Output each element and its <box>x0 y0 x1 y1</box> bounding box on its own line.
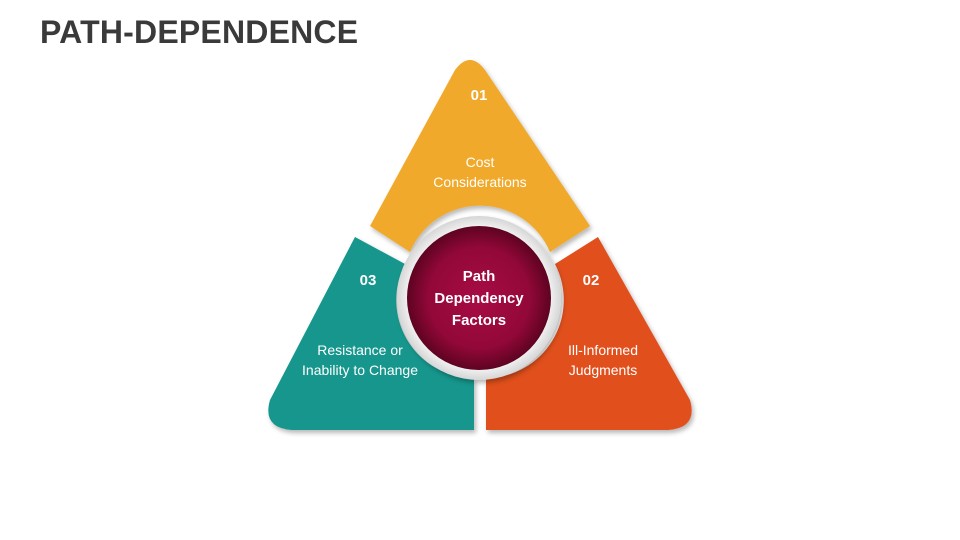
segment-ill-informed-judgments: 02 Ill-Informed Judgments <box>486 237 692 430</box>
segment-top-number: 01 <box>471 87 488 104</box>
segment-right-label-line2: Judgments <box>569 362 637 378</box>
center-hub: Path Dependency Factors <box>397 216 561 380</box>
segment-top-shape <box>370 60 590 252</box>
segment-right-label-line1: Ill-Informed <box>568 342 638 358</box>
center-label-line3: Factors <box>452 312 506 329</box>
center-label-line1: Path <box>463 268 496 285</box>
segment-right-number: 02 <box>583 272 600 289</box>
center-label-line2: Dependency <box>434 290 524 307</box>
segment-left-label-line2: Inability to Change <box>302 362 418 378</box>
center-core <box>407 226 551 370</box>
segment-right-shape <box>486 237 692 430</box>
segment-left-label-line1: Resistance or <box>317 342 403 358</box>
page-title: PATH-DEPENDENCE <box>40 14 359 50</box>
segment-resistance-to-change: 03 Resistance or Inability to Change <box>268 237 474 430</box>
segment-top-label-line1: Cost <box>466 154 495 170</box>
segment-top-label-line2: Considerations <box>433 174 526 190</box>
segment-left-number: 03 <box>360 272 377 289</box>
segment-left-shape <box>268 237 474 430</box>
segment-cost-considerations: 01 Cost Considerations <box>370 60 590 252</box>
